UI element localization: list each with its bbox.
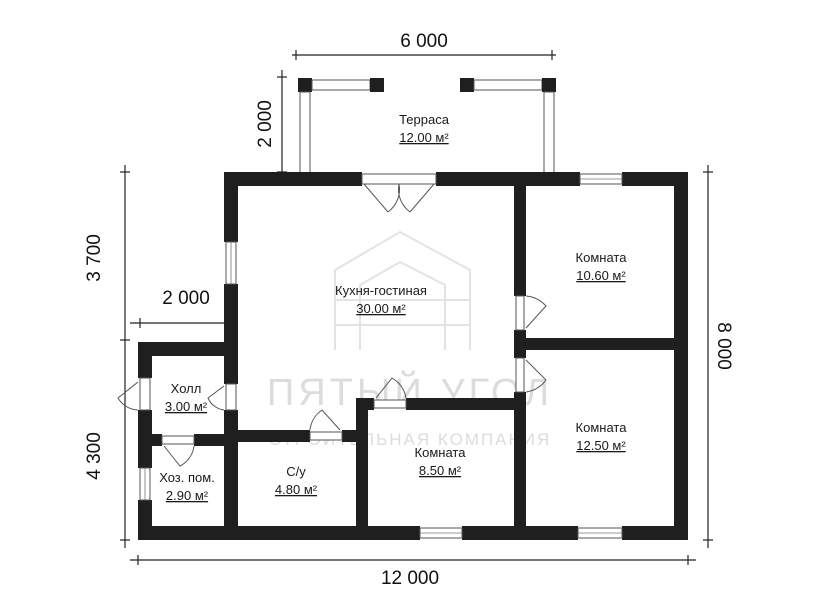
dim-terrace-depth: 2 000 (255, 100, 276, 148)
room-storage: Хоз. пом. 2.90 м² (159, 470, 215, 503)
dim-left-lower: 4 300 (84, 432, 105, 480)
doors (117, 173, 547, 467)
room-name: С/у (286, 464, 306, 479)
walls (138, 172, 688, 540)
room-bedroom-2: Комната 12.50 м² (576, 420, 628, 453)
watermark: ПЯТЫЙ УГОЛ СТРОИТЕЛЬНАЯ КОМПАНИЯ (267, 230, 549, 449)
dim-right-height: 8 000 (713, 322, 734, 370)
room-area: 10.60 м² (576, 268, 626, 283)
dim-left-upper: 3 700 (84, 234, 105, 282)
room-hall: Холл 3.00 м² (165, 381, 208, 414)
room-terrace: Терраса 12.00 м² (399, 112, 450, 145)
room-area: 3.00 м² (165, 399, 208, 414)
dim-bottom-width: 12 000 (381, 568, 439, 589)
room-bathroom: С/у 4.80 м² (275, 464, 318, 497)
room-area: 8.50 м² (419, 463, 462, 478)
dimension-lines (120, 50, 713, 565)
room-name: Комната (576, 250, 628, 265)
room-name: Холл (171, 381, 202, 396)
room-name: Комната (415, 445, 467, 460)
room-name: Кухня-гостиная (335, 283, 427, 298)
room-area: 4.80 м² (275, 482, 318, 497)
room-area: 30.00 м² (356, 301, 406, 316)
windows (139, 173, 623, 539)
dim-left-offset: 2 000 (162, 288, 210, 309)
room-name: Комната (576, 420, 628, 435)
room-name: Хоз. пом. (159, 470, 215, 485)
dim-top-width: 6 000 (400, 31, 448, 52)
watermark-logo-icon (334, 230, 471, 350)
room-area: 2.90 м² (166, 488, 209, 503)
room-bedroom-1: Комната 10.60 м² (576, 250, 628, 283)
room-bedroom-3: Комната 8.50 м² (415, 445, 467, 478)
room-name: Терраса (399, 112, 450, 127)
room-area: 12.00 м² (399, 130, 449, 145)
room-area: 12.50 м² (576, 438, 626, 453)
room-kitchen: Кухня-гостиная 30.00 м² (335, 283, 427, 316)
